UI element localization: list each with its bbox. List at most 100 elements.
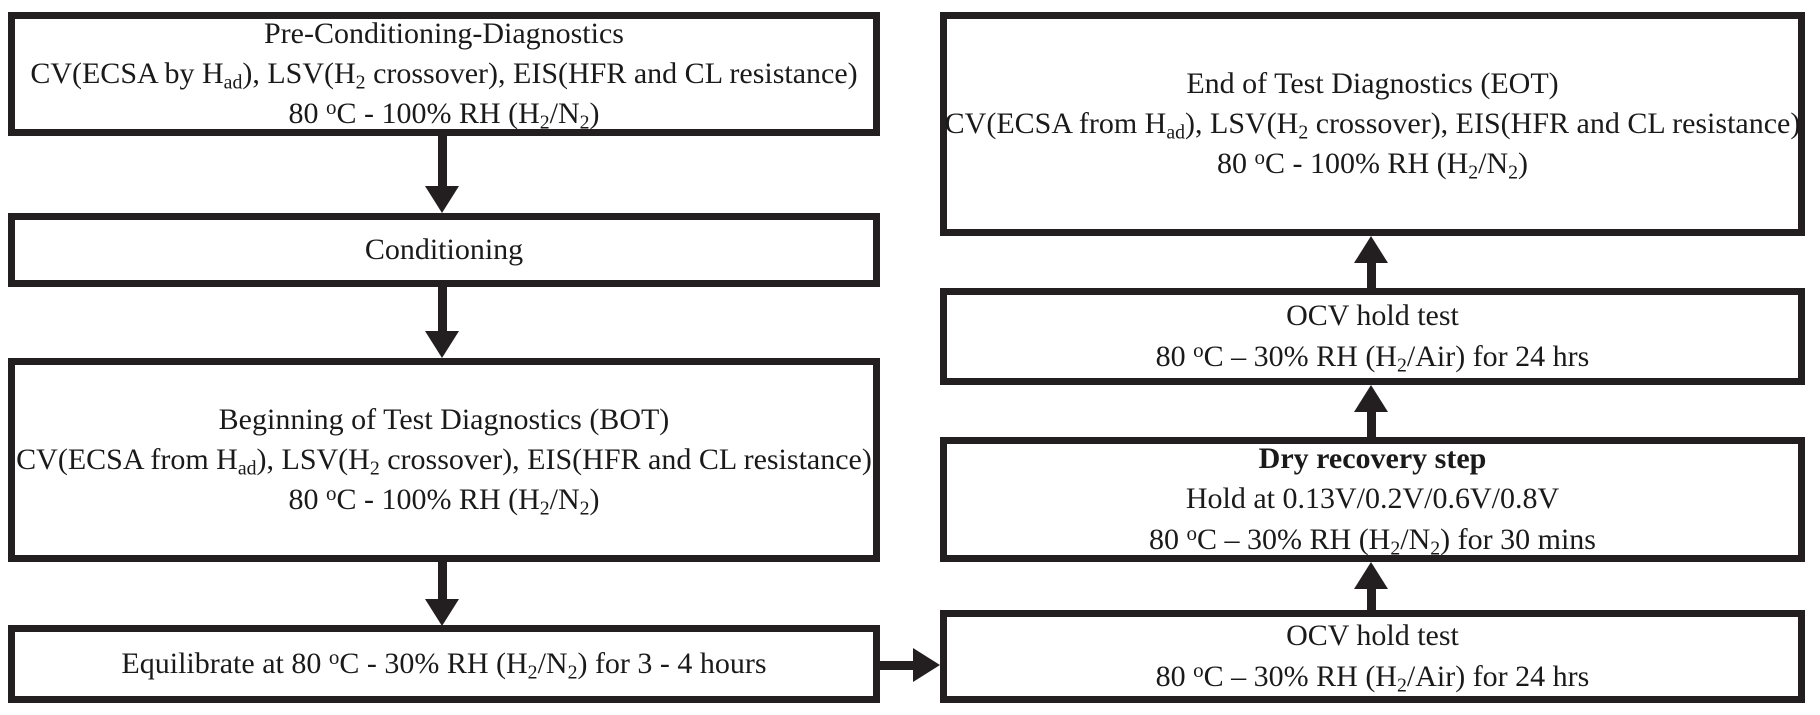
node-text: Pre-Conditioning-Diagnostics xyxy=(264,16,624,50)
edge-dry-recovery-to-ocv-upper-line xyxy=(1367,412,1376,437)
node-line: CV(ECSA from Had), LSV(H2 crossover), EI… xyxy=(945,104,1801,144)
node-line: 80 oC – 30% RH (H2/N2) for 30 mins xyxy=(1149,520,1596,560)
node-text: ) xyxy=(589,483,600,517)
node-text: C – 30% RH (H xyxy=(1197,522,1391,556)
node-text: Dry recovery step xyxy=(1258,442,1487,476)
subscript: ad xyxy=(237,457,257,480)
node-pre-conditioning-diagnostics[interactable]: Pre-Conditioning-Diagnostics CV(ECSA by … xyxy=(8,12,880,136)
degree-symbol: o xyxy=(1186,520,1198,545)
degree-symbol: o xyxy=(1193,657,1204,682)
edge-bot-to-equilibrate-arrowhead xyxy=(425,599,459,626)
degree-symbol: o xyxy=(328,645,340,670)
node-text: /N xyxy=(549,483,580,517)
node-line: Hold at 0.13V/0.2V/0.6V/0.8V xyxy=(1186,479,1559,519)
node-text: crossover), EIS(HFR and CL resistance) xyxy=(1308,106,1801,140)
node-text: C – 30% RH (H xyxy=(1203,339,1397,373)
node-text: Beginning of Test Diagnostics (BOT) xyxy=(218,402,670,436)
node-text: ) for 30 mins xyxy=(1440,522,1596,556)
subscript: 2 xyxy=(1390,537,1401,560)
node-text: /N xyxy=(537,646,568,680)
subscript: 2 xyxy=(1430,537,1441,560)
degree-symbol: o xyxy=(1254,145,1265,170)
node-text: C - 100% RH (H xyxy=(336,483,540,517)
node-line: End of Test Diagnostics (EOT) xyxy=(1186,64,1558,104)
node-text: /Air) for 24 hrs xyxy=(1406,659,1590,693)
node-text: CV(ECSA from H xyxy=(16,442,238,476)
degree-symbol: o xyxy=(1193,337,1204,362)
node-text: ), LSV(H xyxy=(256,442,370,476)
edge-ocv-lower-to-dry-recovery-line xyxy=(1367,588,1376,610)
subscript: 2 xyxy=(579,111,590,134)
node-text: End of Test Diagnostics (EOT) xyxy=(1186,66,1559,100)
node-text: 80 xyxy=(288,483,326,517)
node-text: 80 xyxy=(288,97,326,131)
node-text: Conditioning xyxy=(364,232,524,266)
subscript: 2 xyxy=(567,661,578,684)
node-ocv-hold-test-lower[interactable]: OCV hold test 80 oC – 30% RH (H2/Air) fo… xyxy=(940,610,1805,703)
node-line: Conditioning xyxy=(365,230,523,270)
node-text: 80 xyxy=(1149,522,1187,556)
degree-symbol: o xyxy=(325,481,337,506)
node-text: 80 xyxy=(1155,659,1194,693)
node-text: /N xyxy=(1478,147,1509,181)
node-dry-recovery-step[interactable]: Dry recovery step Hold at 0.13V/0.2V/0.6… xyxy=(940,437,1805,562)
node-line: 80 oC – 30% RH (H2/Air) for 24 hrs xyxy=(1156,337,1590,377)
edge-conditioning-to-bot-line xyxy=(438,287,447,331)
edge-equilibrate-to-ocv-lower-line xyxy=(880,661,917,670)
node-text: ) xyxy=(1518,147,1529,181)
node-text: ) xyxy=(589,97,600,131)
edge-ocv-lower-to-dry-recovery-arrowhead xyxy=(1354,562,1388,589)
node-text: Hold at 0.13V/0.2V/0.6V/0.8V xyxy=(1185,482,1560,516)
node-text: ), LSV(H xyxy=(242,56,356,90)
node-text: OCV hold test xyxy=(1286,299,1459,333)
node-text: /N xyxy=(1400,522,1431,556)
node-text: /N xyxy=(549,97,580,131)
node-text: C - 100% RH (H xyxy=(336,97,540,131)
subscript: 2 xyxy=(1298,121,1309,144)
edge-ocv-upper-to-eot-line xyxy=(1367,263,1376,288)
subscript: ad xyxy=(223,71,243,94)
node-line: OCV hold test xyxy=(1286,296,1459,336)
degree-symbol: o xyxy=(325,95,337,120)
node-line: Beginning of Test Diagnostics (BOT) xyxy=(219,400,670,440)
subscript: 2 xyxy=(355,71,366,94)
node-line: 80 oC - 100% RH (H2/N2) xyxy=(288,480,599,520)
node-text: OCV hold test xyxy=(1286,619,1459,653)
node-text: C - 30% RH (H xyxy=(339,646,528,680)
edge-dry-recovery-to-ocv-upper-arrowhead xyxy=(1354,385,1388,412)
node-line: Equilibrate at 80 oC - 30% RH (H2/N2) fo… xyxy=(121,644,766,684)
node-line: 80 oC - 100% RH (H2/N2) xyxy=(288,94,599,134)
subscript: 2 xyxy=(1396,354,1407,377)
node-line: 80 oC – 30% RH (H2/Air) for 24 hrs xyxy=(1156,657,1590,697)
node-text: C – 30% RH (H xyxy=(1203,659,1397,693)
subscript: ad xyxy=(1166,121,1186,144)
subscript: 2 xyxy=(369,457,380,480)
subscript: 2 xyxy=(539,497,550,520)
node-equilibrate[interactable]: Equilibrate at 80 oC - 30% RH (H2/N2) fo… xyxy=(8,625,880,703)
node-line: CV(ECSA from Had), LSV(H2 crossover), EI… xyxy=(16,440,872,480)
edge-ocv-upper-to-eot-arrowhead xyxy=(1354,236,1388,263)
node-text: Equilibrate at 80 xyxy=(121,646,329,680)
node-text: crossover), EIS(HFR and CL resistance) xyxy=(365,56,858,90)
node-text: crossover), EIS(HFR and CL resistance) xyxy=(379,442,872,476)
node-text: CV(ECSA by H xyxy=(30,56,224,90)
node-line: OCV hold test xyxy=(1286,616,1459,656)
node-line: 80 oC - 100% RH (H2/N2) xyxy=(1217,144,1528,184)
edge-equilibrate-to-ocv-lower-arrowhead xyxy=(913,648,940,682)
node-text: 80 xyxy=(1216,147,1255,181)
edge-bot-to-equilibrate-line xyxy=(438,562,447,599)
subscript: 2 xyxy=(1396,674,1407,697)
edge-conditioning-to-bot-arrowhead xyxy=(425,331,459,358)
node-text: ), LSV(H xyxy=(1185,106,1299,140)
node-conditioning[interactable]: Conditioning xyxy=(8,213,880,287)
node-ocv-hold-test-upper[interactable]: OCV hold test 80 oC – 30% RH (H2/Air) fo… xyxy=(940,288,1805,385)
node-beginning-of-test-diagnostics[interactable]: Beginning of Test Diagnostics (BOT) CV(E… xyxy=(8,358,880,562)
node-end-of-test-diagnostics[interactable]: End of Test Diagnostics (EOT) CV(ECSA fr… xyxy=(940,12,1805,236)
node-text: /Air) for 24 hrs xyxy=(1406,339,1590,373)
subscript: 2 xyxy=(1468,161,1479,184)
subscript: 2 xyxy=(527,661,538,684)
node-line: CV(ECSA by Had), LSV(H2 crossover), EIS(… xyxy=(30,54,857,94)
edge-pre-to-conditioning-arrowhead xyxy=(425,186,459,213)
subscript: 2 xyxy=(539,111,550,134)
